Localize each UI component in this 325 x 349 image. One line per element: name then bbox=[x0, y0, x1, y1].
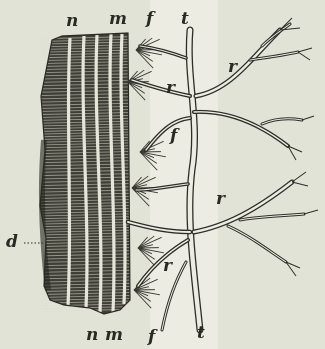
nerve-twig bbox=[302, 116, 314, 120]
label-m-top: m bbox=[109, 9, 127, 29]
label-r-upper-right: r bbox=[228, 57, 238, 77]
label-n-bottom: n bbox=[86, 325, 98, 345]
label-m-bottom: m bbox=[105, 325, 123, 345]
background-strip bbox=[150, 0, 218, 349]
label-t-top: t bbox=[181, 9, 189, 29]
fibre-separation bbox=[68, 38, 70, 306]
nerve-twig bbox=[292, 172, 306, 182]
label-r-middle: r bbox=[216, 189, 226, 209]
nerve-twig bbox=[304, 210, 318, 214]
label-r-upper: r bbox=[166, 78, 176, 98]
nerve-twig bbox=[292, 182, 308, 186]
nerve-twig bbox=[298, 48, 312, 52]
label-d: d bbox=[6, 232, 18, 252]
label-r-lower: r bbox=[163, 256, 173, 276]
muscle-fibre-bundle bbox=[40, 33, 130, 314]
label-t-bottom: t bbox=[197, 323, 205, 343]
nerve-twig bbox=[298, 52, 310, 60]
label-n-top: n bbox=[66, 11, 78, 31]
